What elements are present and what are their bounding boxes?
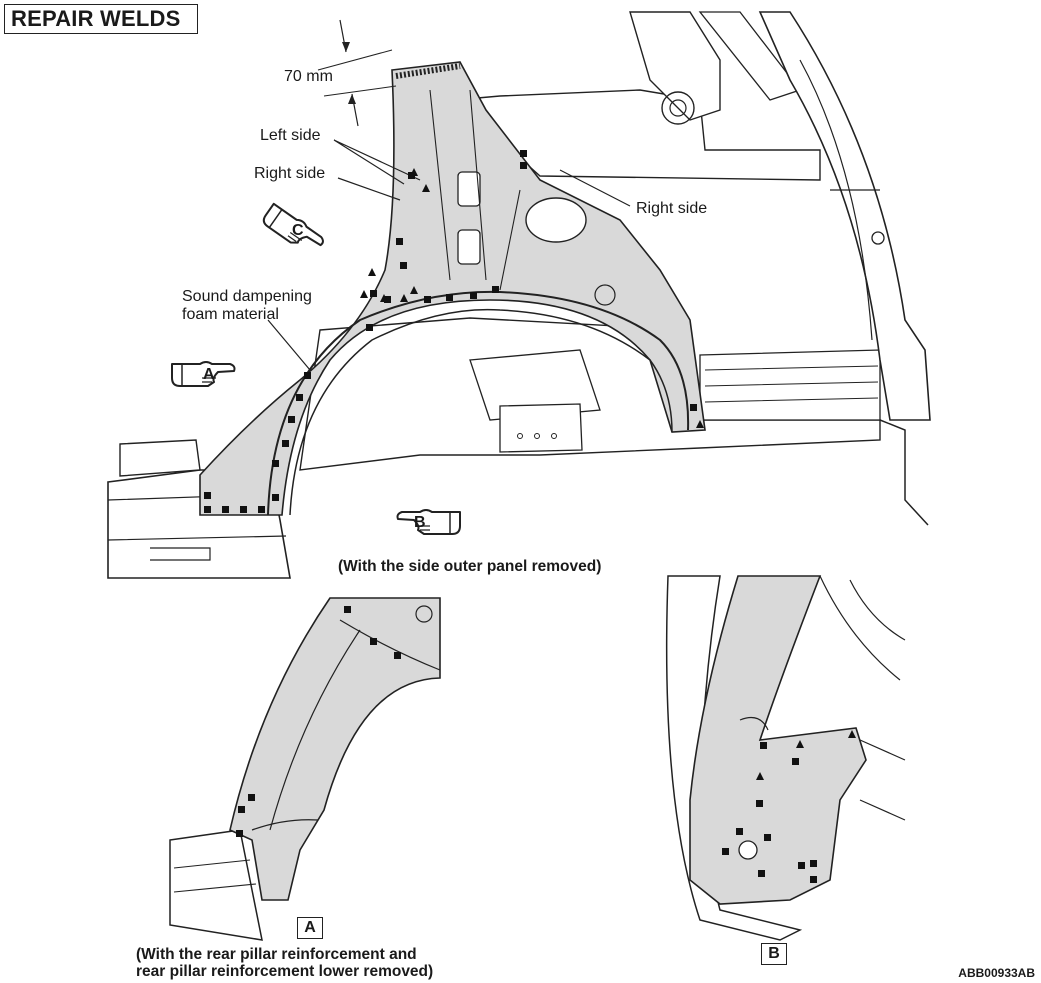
main-view-caption: (With the side outer panel removed) — [338, 558, 602, 575]
weld-points-triangle — [360, 168, 704, 428]
left-side-label: Left side — [260, 127, 321, 144]
foam-label-line1: Sound dampening — [182, 288, 312, 305]
right-side-label: Right side — [254, 165, 326, 182]
view-b-panel — [689, 575, 867, 905]
view-a-detail — [169, 597, 441, 941]
wheelhouse-arch — [267, 290, 690, 516]
hand-label-b: B — [414, 514, 426, 531]
view-a-caption-line1: (With the rear pillar reinforcement and — [136, 946, 417, 963]
view-a-caption-line2: rear pillar reinforcement lower removed) — [136, 963, 434, 980]
right-side-label-2: Right side — [636, 200, 708, 217]
foam-label-line2: foam material — [182, 306, 279, 323]
dimension-label: 70 mm — [284, 68, 333, 85]
page-title: REPAIR WELDS — [4, 4, 198, 34]
hand-label-a: A — [203, 366, 215, 383]
view-b-box: B — [761, 943, 787, 965]
hand-label-c: C — [292, 222, 304, 239]
figure-code: ABB00933AB — [958, 966, 1035, 980]
pointing-hand-icon — [396, 509, 461, 535]
main-view — [107, 11, 931, 579]
view-a-panel — [229, 597, 441, 901]
quarter-inner-panel — [199, 61, 706, 516]
view-b-detail — [665, 575, 906, 941]
view-a-box: A — [297, 917, 323, 939]
